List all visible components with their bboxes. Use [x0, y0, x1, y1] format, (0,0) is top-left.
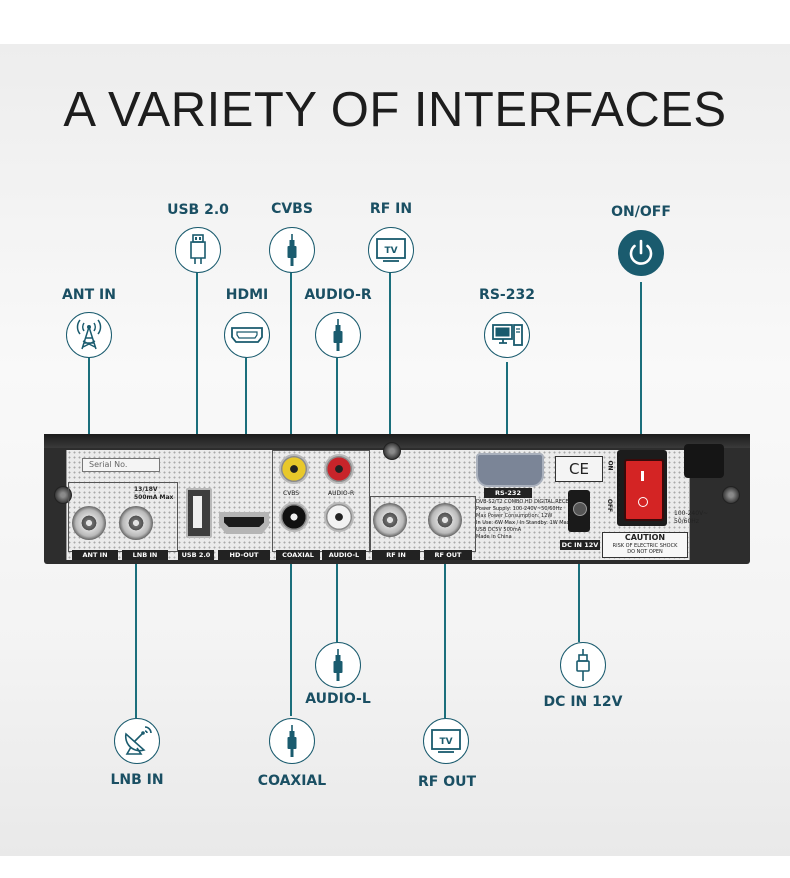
connector-line-audio-r [336, 358, 338, 466]
voltage-line-1: 100-240V~ [674, 510, 709, 517]
lnb-voltage-spec: 13/18V [134, 486, 158, 493]
voltage-line-2: 50/60Hz [674, 518, 699, 525]
label-rf-out: RF OUT [417, 774, 477, 790]
cvbs-port [279, 454, 309, 484]
receiver-top-edge [44, 434, 750, 448]
label-audio-r: AUDIO-R [304, 287, 372, 303]
rf-knob [383, 442, 401, 460]
label-dc-in: DC IN 12V [543, 694, 623, 710]
label-usb: USB 2.0 [167, 202, 229, 218]
spec-line-4: In Use: 6W Max / In Standby: 1W Max [476, 520, 570, 526]
audio-l-panel-label: AUDIO-L [322, 550, 366, 560]
spec-line-2: Power Supply: 100-240V~50/60Hz [476, 506, 562, 512]
label-cvbs: CVBS [271, 201, 313, 217]
rf-out-tv-icon: TV [423, 718, 469, 764]
power-cord [684, 444, 724, 478]
rs232-panel-label: RS-232 [484, 488, 532, 498]
audio-r-panel-label: AUDIO-R [328, 490, 355, 497]
ce-mark: CE [555, 456, 603, 482]
connector-line-audio-l [336, 516, 338, 642]
connector-line-lnb-in [135, 522, 137, 718]
usb-port [186, 488, 212, 538]
page-title: A VARIETY OF INTERFACES [63, 83, 727, 137]
connector-line-rf-in [389, 272, 391, 512]
connector-line-dc-in [578, 512, 580, 642]
audio-l-port [324, 502, 354, 532]
rf-in-panel-label: RF IN [372, 550, 420, 560]
coaxial-panel-label: COAXIAL [276, 550, 320, 560]
serial-number-label: Serial No. [82, 458, 160, 472]
antenna-icon [66, 312, 112, 358]
svg-text:TV: TV [439, 737, 452, 747]
label-audio-l: AUDIO-L [305, 691, 371, 707]
cvbs-panel-label: CVBS [283, 490, 300, 497]
label-hdmi: HDMI [225, 287, 269, 303]
label-ant-in: ANT IN [62, 287, 116, 303]
label-coaxial: COAXIAL [257, 773, 327, 789]
satellite-dish-icon [114, 718, 160, 764]
rs232-port [476, 453, 544, 487]
switch-off-label: OFF [606, 498, 614, 513]
connector-line-usb [196, 272, 198, 518]
label-on-off: ON/OFF [611, 204, 671, 220]
hd-out-panel-label: HD-OUT [218, 550, 270, 560]
audio-r-icon [315, 312, 361, 358]
connector-line-rf-out [444, 520, 446, 718]
usb-panel-label: USB 2.0 [178, 550, 214, 560]
rf-in-tv-icon: TV [368, 227, 414, 273]
lnb-in-panel-label: LNB IN [122, 550, 168, 560]
dc-plug-icon [560, 642, 606, 688]
hdmi-port [219, 512, 269, 534]
cvbs-icon [269, 227, 315, 273]
spec-line-6: Made in China [476, 534, 512, 540]
switch-on-label: ON [606, 460, 614, 471]
rf-out-panel-label: RF OUT [424, 550, 472, 560]
ant-in-port [72, 506, 106, 540]
spec-line-5: USB DC5V 500mA [476, 527, 522, 533]
audio-l-icon [315, 642, 361, 688]
audio-video-frame [272, 450, 370, 552]
power-switch [624, 459, 664, 521]
connector-line-rs232 [506, 362, 508, 466]
connector-line-cvbs [290, 272, 292, 462]
label-rf-in: RF IN [369, 201, 413, 217]
coaxial-icon [269, 718, 315, 764]
rf-in-port [373, 503, 407, 537]
lnb-current-spec: 500mA Max [134, 494, 174, 501]
spec-line-3: Max Power Consumption: 12W [476, 513, 553, 519]
caution-label: CAUTION RISK OF ELECTRIC SHOCK DO NOT OP… [602, 532, 688, 558]
screw-right [722, 486, 740, 504]
coaxial-port [279, 502, 309, 532]
caution-line-2: DO NOT OPEN [627, 549, 663, 555]
hdmi-icon [224, 312, 270, 358]
label-lnb-in: LNB IN [110, 772, 164, 788]
audio-r-port [324, 454, 354, 484]
spec-line-1: DVB-S2/T2 COMBO HD DIGITAL RECEIVER [476, 499, 581, 505]
svg-text:TV: TV [384, 246, 397, 256]
rf-out-port [428, 503, 462, 537]
usb-icon [175, 227, 221, 273]
dc-in-port [568, 490, 590, 532]
dc-in-panel-label: DC IN 12V [560, 540, 600, 550]
lnb-in-port [119, 506, 153, 540]
connector-line-on-off [640, 282, 642, 492]
rf-frame [370, 496, 476, 552]
power-icon [618, 230, 664, 276]
caution-title: CAUTION [624, 533, 666, 542]
computer-icon [484, 312, 530, 358]
connector-line-coaxial [290, 516, 292, 716]
ant-in-panel-label: ANT IN [72, 550, 118, 560]
screw-left [54, 486, 72, 504]
caution-line-1: RISK OF ELECTRIC SHOCK [612, 543, 678, 549]
label-rs232: RS-232 [479, 287, 535, 303]
